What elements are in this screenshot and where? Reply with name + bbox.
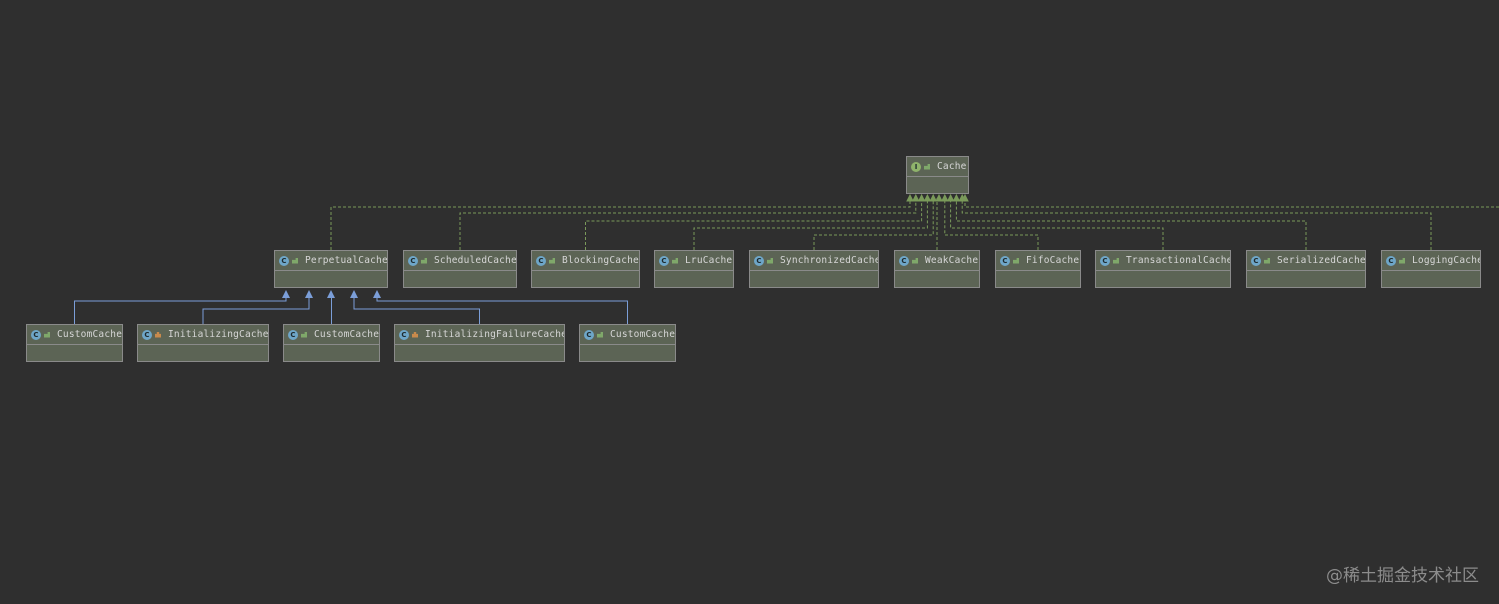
class-icon: C <box>754 255 764 266</box>
public-visibility-icon <box>292 257 298 264</box>
public-visibility-icon <box>912 257 918 264</box>
public-visibility-icon <box>1113 257 1119 264</box>
public-visibility-icon <box>767 257 773 264</box>
class-icon: C <box>584 329 594 340</box>
implements-edge <box>585 198 923 250</box>
class-icon: C <box>288 329 298 340</box>
node-label: InitializingCache <box>168 329 268 340</box>
implements-arrowhead <box>946 193 955 202</box>
node-synchronizedcache[interactable]: C SynchronizedCache <box>749 250 879 288</box>
package-private-visibility-icon <box>412 331 418 338</box>
class-icon: C <box>1386 255 1396 266</box>
node-lrucache[interactable]: C LruCache <box>654 250 734 288</box>
extends-arrowhead <box>327 290 335 298</box>
node-label: TransactionalCache <box>1126 255 1230 266</box>
node-cache-interface[interactable]: I Cache <box>906 156 969 194</box>
node-label: SynchronizedCache <box>780 255 878 266</box>
extends-edge <box>353 298 480 324</box>
extends-arrowhead <box>373 290 381 298</box>
node-label: CustomCache <box>610 329 675 340</box>
implements-arrowhead <box>906 193 914 202</box>
class-icon: C <box>1100 255 1110 266</box>
public-visibility-icon <box>1399 257 1405 264</box>
node-label: LruCache <box>685 255 733 266</box>
interface-icon: I <box>911 161 921 172</box>
node-fifocache[interactable]: C FifoCache <box>995 250 1081 288</box>
node-scheduledcache[interactable]: C ScheduledCache <box>403 250 517 288</box>
implements-edge <box>693 198 928 250</box>
implements-edge <box>961 198 1432 250</box>
implements-edge <box>950 198 1164 250</box>
node-label: BlockingCache <box>562 255 639 266</box>
class-icon: C <box>31 329 41 340</box>
node-weakcache[interactable]: C WeakCache <box>894 250 980 288</box>
class-icon: C <box>1251 255 1261 266</box>
public-visibility-icon <box>1013 257 1019 264</box>
node-label: ScheduledCache <box>434 255 516 266</box>
class-icon: C <box>408 255 418 266</box>
node-label: CustomCache <box>57 329 122 340</box>
node-label: PerpetualCache <box>305 255 387 266</box>
node-blockingcache[interactable]: C BlockingCache <box>531 250 640 288</box>
class-icon: C <box>899 255 909 266</box>
implements-edge <box>964 198 1499 208</box>
extends-arrowhead <box>282 290 290 298</box>
implements-edge <box>944 198 1039 250</box>
public-visibility-icon <box>301 331 307 338</box>
extends-edge <box>202 298 310 324</box>
public-visibility-icon <box>1264 257 1270 264</box>
node-customcache-3[interactable]: C CustomCache <box>579 324 676 362</box>
implements-arrowhead <box>952 193 961 202</box>
implements-edge <box>813 198 934 250</box>
public-visibility-icon <box>672 257 678 264</box>
node-label: LoggingCache <box>1412 255 1480 266</box>
node-transactionalcache[interactable]: C TransactionalCache <box>1095 250 1231 288</box>
public-visibility-icon <box>549 257 555 264</box>
extends-edge <box>376 298 628 324</box>
implements-arrowhead <box>911 193 920 202</box>
implements-arrowhead <box>929 193 938 202</box>
node-label: CustomCache <box>314 329 379 340</box>
implements-arrowhead <box>935 193 943 202</box>
implements-arrowhead <box>961 193 969 202</box>
public-visibility-icon <box>924 163 930 170</box>
node-label: Cache <box>937 161 967 172</box>
node-loggingcache[interactable]: C LoggingCache <box>1381 250 1481 288</box>
class-icon: C <box>399 329 409 340</box>
node-perpetualcache[interactable]: C PerpetualCache <box>274 250 388 288</box>
implements-arrowhead <box>917 193 926 202</box>
public-visibility-icon <box>421 257 427 264</box>
implements-arrowhead <box>923 193 932 202</box>
public-visibility-icon <box>44 331 50 338</box>
extends-edge <box>74 298 287 324</box>
package-private-visibility-icon <box>155 331 161 338</box>
implements-arrowhead <box>940 193 949 202</box>
node-label: WeakCache <box>925 255 979 266</box>
class-icon: C <box>1000 255 1010 266</box>
node-label: FifoCache <box>1026 255 1080 266</box>
class-icon: C <box>659 255 669 266</box>
node-customcache-1[interactable]: C CustomCache <box>26 324 123 362</box>
class-icon: C <box>536 255 546 266</box>
watermark: @稀土掘金技术社区 <box>1326 566 1479 586</box>
class-icon: C <box>279 255 289 266</box>
extends-arrowhead <box>305 290 313 298</box>
extends-arrowhead <box>350 290 358 298</box>
node-serializedcache[interactable]: C SerializedCache <box>1246 250 1366 288</box>
node-customcache-2[interactable]: C CustomCache <box>283 324 380 362</box>
node-label: InitializingFailureCache <box>425 329 564 340</box>
implements-edge <box>330 198 911 250</box>
implements-edge <box>955 198 1307 250</box>
class-icon: C <box>142 329 152 340</box>
public-visibility-icon <box>597 331 603 338</box>
implements-edge <box>459 198 917 250</box>
node-label: SerializedCache <box>1277 255 1365 266</box>
node-initializingcache[interactable]: C InitializingCache <box>137 324 269 362</box>
node-initializingfailurecache[interactable]: C InitializingFailureCache <box>394 324 565 362</box>
